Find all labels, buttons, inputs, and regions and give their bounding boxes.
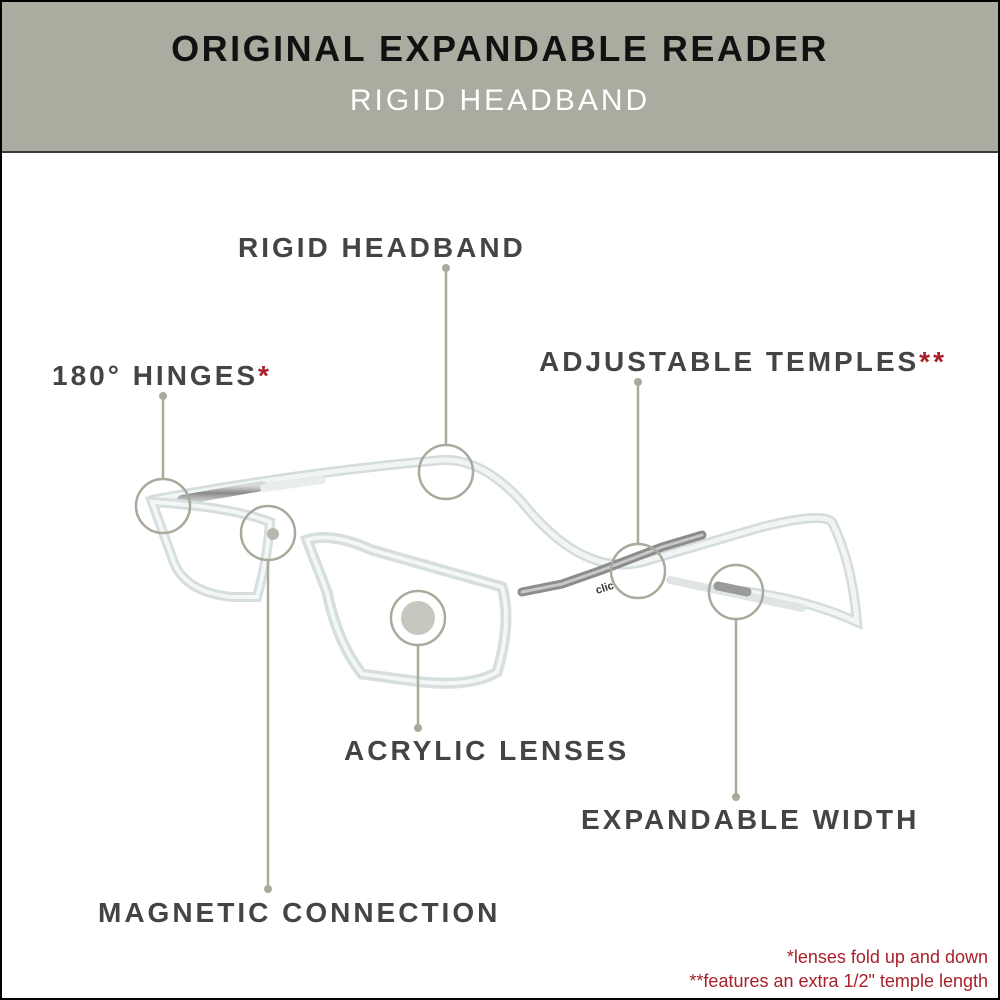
callout-rigid-headband: RIGID HEADBAND <box>238 232 526 264</box>
header-banner: ORIGINAL EXPANDABLE READER RIGID HEADBAN… <box>2 2 998 153</box>
callout-label: ADJUSTABLE TEMPLES <box>539 346 920 377</box>
callout-label: EXPANDABLE WIDTH <box>581 804 920 835</box>
page-title: ORIGINAL EXPANDABLE READER <box>171 28 829 69</box>
callout-magnetic-connection: MAGNETIC CONNECTION <box>98 897 500 929</box>
callout-hinges: 180° HINGES* <box>52 360 272 392</box>
callout-acrylic-lenses: ACRYLIC LENSES <box>344 735 629 767</box>
callout-adjustable-temples: ADJUSTABLE TEMPLES** <box>539 346 947 378</box>
callout-connectors <box>134 264 765 893</box>
callout-expandable-width: EXPANDABLE WIDTH <box>581 804 919 836</box>
svg-text:clic: clic <box>594 580 615 597</box>
headband-shape <box>147 454 863 631</box>
right-lens-frame: clic <box>299 532 615 689</box>
footnote-hinges: *lenses fold up and down <box>786 947 988 967</box>
callout-label: ACRYLIC LENSES <box>344 735 630 766</box>
footnote-marker: * <box>258 360 272 391</box>
footnote-temples: **features an extra 1/2" temple length <box>689 971 988 991</box>
callout-label: MAGNETIC CONNECTION <box>98 897 501 928</box>
page-subtitle: RIGID HEADBAND <box>349 84 651 117</box>
callout-label: 180° HINGES <box>52 360 259 391</box>
footnote-marker: ** <box>919 346 947 377</box>
left-lens-frame <box>144 496 279 602</box>
callout-label: RIGID HEADBAND <box>238 232 526 263</box>
